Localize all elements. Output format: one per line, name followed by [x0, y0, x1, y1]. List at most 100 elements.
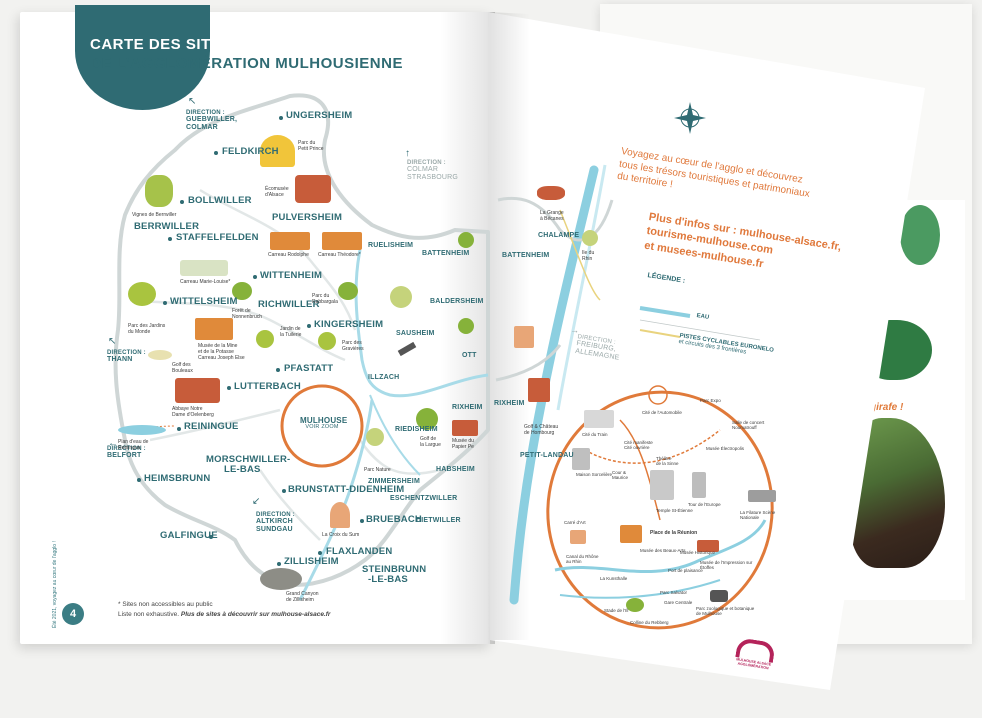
- town-bruebach: BRUEBACH: [366, 514, 422, 525]
- town-steinbrunn: STEINBRUNN -LE-BAS: [362, 565, 426, 585]
- town-dietwiller: DIETWILLER: [416, 517, 461, 524]
- zoom-port: Port de plaisance: [668, 568, 703, 573]
- giraffe-text: girafe !: [870, 402, 904, 413]
- direction-guebwiller: DIRECTION : GUEBWILLER, COLMAR: [186, 110, 237, 131]
- town-habsheim: HABSHEIM: [436, 466, 475, 473]
- mulhouse-zoom: VOIR ZOOM: [305, 424, 339, 431]
- page-number-badge: 4: [62, 603, 84, 625]
- town-dot: [279, 116, 283, 120]
- caption-line: Théâtre: [656, 456, 672, 461]
- town-steinbrunn-line1: STEINBRUNN: [362, 564, 427, 575]
- town-dot: [277, 562, 281, 566]
- zoom-temple: Temple St-Étienne: [656, 508, 693, 513]
- town-wittenheim: WITTENHEIM: [260, 270, 323, 281]
- zoom-building: [570, 530, 586, 544]
- caption-line: et de la Potasse: [198, 349, 234, 355]
- town-zimmersheim: ZIMMERSHEIM: [368, 478, 420, 485]
- direction-label: DIRECTION :: [107, 350, 146, 356]
- caption-line: Papier Pe: [452, 444, 474, 450]
- caption-line: de la Sinne: [656, 461, 679, 466]
- caption-line: au Rhin: [566, 559, 582, 564]
- arrow-left-icon: ←: [108, 438, 118, 449]
- footnote-list: Liste non exhaustive. Plus de sites à dé…: [118, 611, 330, 618]
- direction-town: SUNDGAU: [256, 525, 293, 533]
- caption-line: Ile du: [582, 250, 595, 256]
- vines-illustration: [145, 175, 173, 207]
- footnote-link[interactable]: Plus de sites à découvrir sur mulhouse-a…: [180, 611, 331, 618]
- direction-belfort: DIRECTION : BELFORT: [107, 446, 146, 460]
- direction-town: COLMAR: [186, 123, 218, 131]
- town-ungersheim: UNGERSHEIM: [286, 110, 353, 121]
- direction-label: DIRECTION :: [186, 110, 225, 116]
- tree-illustration: [582, 230, 598, 246]
- caption-line: Bouleaux: [172, 368, 193, 374]
- town-dot: [307, 324, 311, 328]
- town-dot: [209, 535, 213, 539]
- tree-illustration: [458, 318, 474, 334]
- town-illzach: ILLZACH: [368, 374, 400, 381]
- tree-illustration: [366, 428, 384, 446]
- arrow-right-icon: →: [570, 325, 579, 335]
- caption-line: Forêt de: [232, 308, 251, 314]
- zoom-building: [584, 410, 614, 428]
- site-vignes: Vignes de Berrwiller: [132, 212, 177, 218]
- town-ruelisheim: RUELISHEIM: [368, 242, 414, 249]
- caption-line: la Largue: [420, 442, 441, 448]
- caption-line: Cour &: [612, 470, 627, 475]
- caption-line: Écomusée: [265, 186, 289, 192]
- caption-line: Abbaye Notre: [172, 406, 203, 412]
- left-page: [20, 12, 490, 644]
- town-flaxlanden: FLAXLANDEN: [326, 546, 393, 557]
- caption-line: Parc du: [312, 293, 330, 299]
- abbaye-illustration: [175, 378, 220, 403]
- building-illustration: [514, 326, 534, 348]
- caption-line: Reiningue: [118, 445, 141, 451]
- caption-line: Petit Prince: [298, 146, 324, 152]
- motorbike-illustration: [537, 186, 565, 200]
- direction-altkirch: DIRECTION : ALTKIRCH SUNDGAU: [256, 512, 295, 533]
- zoom-building: [697, 540, 719, 552]
- town-dot: [318, 551, 322, 555]
- caption-line: Noumatrouff: [732, 425, 757, 430]
- zoom-electricite: Musée Électropolis: [706, 446, 745, 451]
- town-rixheim-right: RIXHEIM: [494, 400, 525, 407]
- caption-line: Musée de la Mine: [198, 343, 238, 349]
- direction-label: DIRECTION :: [256, 512, 295, 518]
- zoom-carre: Carré d'Art: [564, 520, 586, 525]
- town-battenheim: BATTENHEIM: [422, 250, 470, 257]
- town-dot: [180, 200, 184, 204]
- town-morschwiller: MORSCHWILLER- LE-BAS: [206, 455, 290, 475]
- town-dot: [177, 427, 181, 431]
- town-galfingue: GALFINGUE: [160, 530, 218, 541]
- town-petit-landau: PETIT-LANDAU: [520, 452, 574, 459]
- zoom-colline: Colline du Rebberg: [630, 620, 669, 625]
- arrow-up-icon: ↑: [405, 148, 410, 159]
- town-dot: [168, 237, 172, 241]
- zoom-impression: Musée de l'Impression sur Étoffes: [700, 560, 753, 570]
- caption-line: Golf & Château: [524, 424, 559, 430]
- town-dot: [360, 519, 364, 523]
- caption-line: Nonnenbruch: [232, 314, 263, 320]
- town-morschwiller-line2: LE-BAS: [224, 463, 261, 475]
- town-dot: [137, 478, 141, 482]
- caption-line: du Monde: [128, 329, 151, 335]
- caption-line: d'Alsace: [265, 192, 284, 198]
- town-riedisheim: RIEDISHEIM: [395, 426, 438, 433]
- zoom-cite-train: Cité du Train: [582, 432, 608, 437]
- caption-line: Parc des: [342, 340, 362, 346]
- chapel-illustration: [330, 502, 350, 528]
- tree-illustration: [128, 282, 156, 306]
- caption-line: Parc des Jardins: [128, 323, 166, 329]
- direction-thann: DIRECTION : THANN: [107, 350, 146, 364]
- mulhouse-name: MULHOUSE: [300, 416, 348, 425]
